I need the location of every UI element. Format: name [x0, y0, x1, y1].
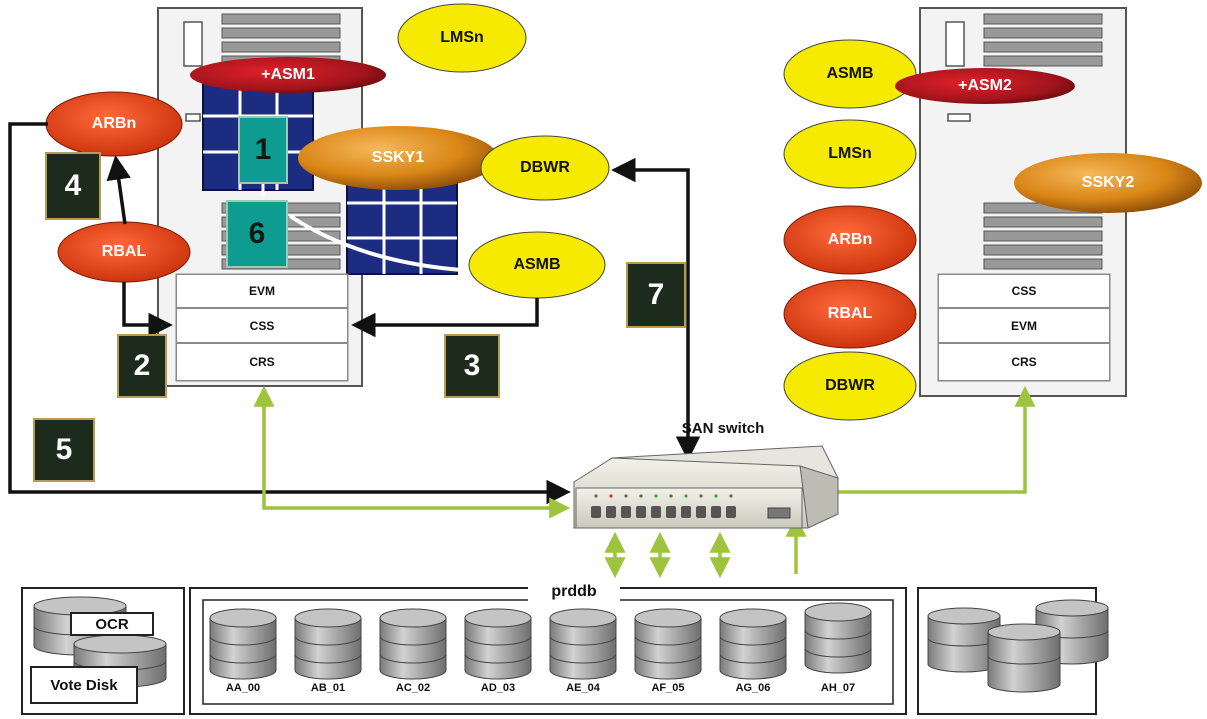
left-stack-evm: EVM — [176, 274, 348, 308]
san-switch-label: SAN switch — [681, 419, 765, 437]
step-2-badge: 2 — [117, 334, 167, 398]
right-stack-evm: EVM — [938, 308, 1110, 343]
disk-AH_07 — [804, 602, 872, 674]
right-dbwr-label: DBWR — [825, 377, 875, 394]
right-asm-instance-oval — [895, 68, 1075, 104]
left-dbwr-oval — [480, 135, 610, 201]
left-dbwr-label: DBWR — [520, 159, 570, 176]
disk-AC_02 — [379, 608, 447, 680]
right-rbal-label: RBAL — [827, 305, 873, 322]
disk-AG_06 — [719, 608, 787, 680]
right-arbn-oval — [783, 205, 917, 275]
step-1-badge: 1 — [238, 116, 288, 184]
disk-label: AB_01 — [310, 682, 346, 694]
right-asmb-oval — [783, 39, 917, 109]
left-stack-css: CSS — [176, 308, 348, 343]
disk-AD_03 — [464, 608, 532, 680]
arrow-rbal-to-css — [122, 282, 173, 338]
disk-label: AC_02 — [395, 682, 431, 694]
arrow-dbwr-switch — [611, 157, 701, 461]
left-db-instance-label: SSKY1 — [371, 149, 425, 166]
step-6-badge: 6 — [226, 200, 288, 268]
right-stack-crs: CRS — [938, 343, 1110, 381]
left-stack-crs: CRS — [176, 343, 348, 381]
san-link-right-node — [803, 385, 1036, 503]
disk-AA_00 — [209, 608, 277, 680]
step-3-badge: 3 — [444, 334, 500, 398]
ocr-label: OCR — [70, 612, 154, 636]
disk-AB_01 — [294, 608, 362, 680]
right-lmsn-label: LMSn — [828, 145, 872, 162]
disk-label: AH_07 — [820, 682, 856, 694]
right-lmsn-oval — [783, 119, 917, 189]
disk-AF_05 — [634, 608, 702, 680]
disk-label: AF_05 — [651, 682, 685, 694]
step-4-badge: 4 — [45, 152, 101, 220]
step-7-badge: 7 — [626, 262, 686, 328]
right-rbal-oval — [783, 279, 917, 349]
arrow-rbal-to-arbn — [106, 155, 131, 225]
disk-label: AG_06 — [735, 682, 771, 694]
diskgroup-disks — [209, 602, 872, 680]
left-arbn-label: ARBn — [91, 115, 137, 132]
right-asm-instance-label: +ASM2 — [958, 77, 1012, 94]
left-lmsn-oval — [397, 3, 527, 73]
diskgroup-name-label: prddb — [528, 580, 620, 604]
left-db-instance-oval — [298, 126, 498, 190]
san-link-left-node — [253, 385, 571, 519]
right-arbn-label: ARBn — [827, 231, 873, 248]
right-asmb-label: ASMB — [826, 65, 874, 82]
left-lmsn-label: LMSn — [440, 29, 484, 46]
left-asmb-label: ASMB — [513, 256, 561, 273]
vote-disk-label: Vote Disk — [30, 666, 138, 704]
right-db-instance-oval — [1014, 153, 1202, 213]
disk-label: AD_03 — [480, 682, 516, 694]
san-links — [253, 385, 1036, 579]
san-switch — [573, 445, 839, 529]
disk-label: AA_00 — [225, 682, 261, 694]
left-asm-instance-label: +ASM1 — [261, 66, 315, 83]
asmb-memory-link — [288, 214, 463, 272]
disk-AE_04 — [549, 608, 617, 680]
step-5-badge: 5 — [33, 418, 95, 482]
left-rbal-label: RBAL — [101, 243, 147, 260]
arrow-asmb-to-css — [351, 298, 539, 338]
left-asm-instance-oval — [190, 57, 386, 93]
disk-label: AE_04 — [566, 682, 600, 694]
right-db-instance-label: SSKY2 — [1081, 174, 1135, 191]
spare-disks-icon — [927, 599, 1109, 693]
right-stack-css: CSS — [938, 274, 1110, 308]
